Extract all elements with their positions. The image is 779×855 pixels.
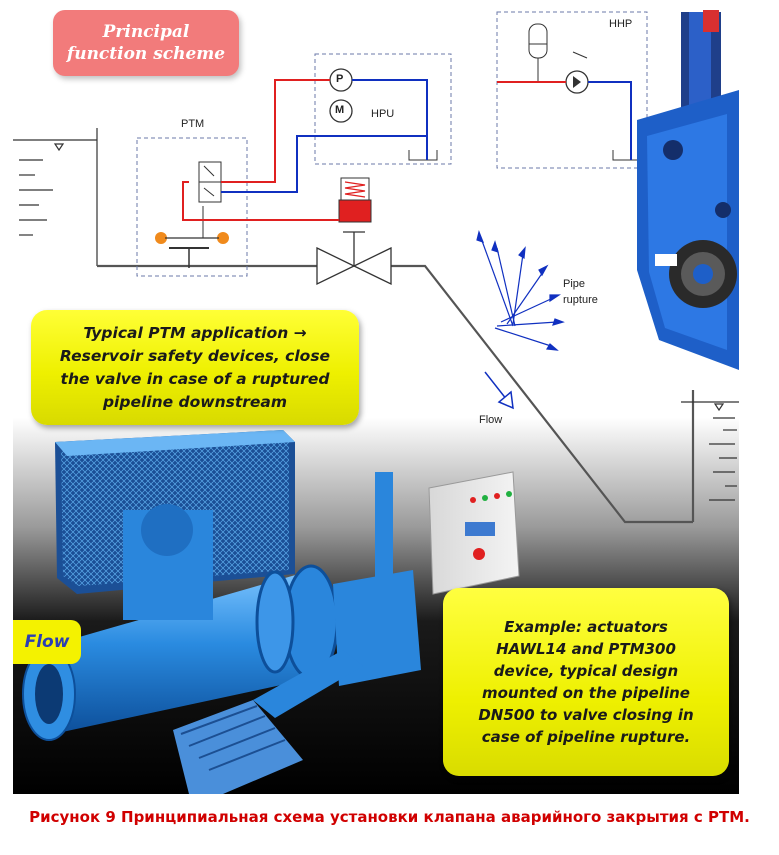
example-line-5: DN500 to valve closing in (478, 706, 694, 724)
motor-symbol-label: M (335, 104, 345, 116)
application-line-2: Reservoir safety devices, close (59, 346, 331, 365)
hpu-label: HPU (371, 108, 395, 120)
ptm-unit-schematic (136, 137, 248, 277)
example-line-2: HAWL14 and PTM300 (496, 640, 676, 658)
example-line-3: device, typical design (493, 662, 679, 680)
principal-scheme-title: Principal function scheme (53, 10, 239, 76)
application-line-3: the valve in case of a ruptured (60, 369, 330, 388)
hawl-actuator-render (637, 10, 739, 370)
hydraulic-cylinder (338, 177, 372, 223)
pipe-rupture-arrows (476, 230, 565, 351)
pipe-rupture-label-line2: rupture (563, 294, 598, 306)
flow-arrow-schematic (484, 371, 514, 410)
hhp-label: HHP (609, 18, 633, 30)
shutoff-valve (316, 231, 392, 286)
application-line-4: pipeline downstream (102, 392, 288, 411)
hhp-unit-schematic (496, 11, 648, 169)
ptm-label: PTM (181, 118, 205, 130)
hydraulic-lines-red (182, 79, 566, 221)
example-line-4: mounted on the pipeline (482, 684, 690, 702)
figure: PTM HPU HHP P M Pipe rupture Flow Princi… (13, 10, 739, 794)
application-callout: Typical PTM application → Reservoir safe… (31, 310, 359, 425)
pipeline-schematic (97, 264, 695, 524)
example-line-6: case of pipeline rupture. (481, 728, 691, 746)
title-line-2: function scheme (66, 44, 226, 64)
flow-label-equipment: Flow (13, 620, 81, 664)
example-line-1: Example: actuators (504, 618, 668, 636)
example-callout: Example: actuators HAWL14 and PTM300 dev… (443, 588, 729, 776)
title-line-1: Principal (102, 22, 190, 42)
pipe-rupture-label-line1: Pipe (563, 278, 586, 290)
ptm-equipment-render (22, 430, 520, 794)
flow-label-schematic: Flow (479, 414, 503, 426)
figure-caption: Рисунок 9 Принципиальная схема установки… (29, 808, 750, 826)
application-line-1: Typical PTM application → (83, 323, 307, 342)
hydraulic-lines-blue (221, 79, 632, 193)
pump-symbol-label: P (336, 73, 344, 85)
reservoir-right (681, 401, 739, 501)
reservoir-left (13, 128, 98, 266)
